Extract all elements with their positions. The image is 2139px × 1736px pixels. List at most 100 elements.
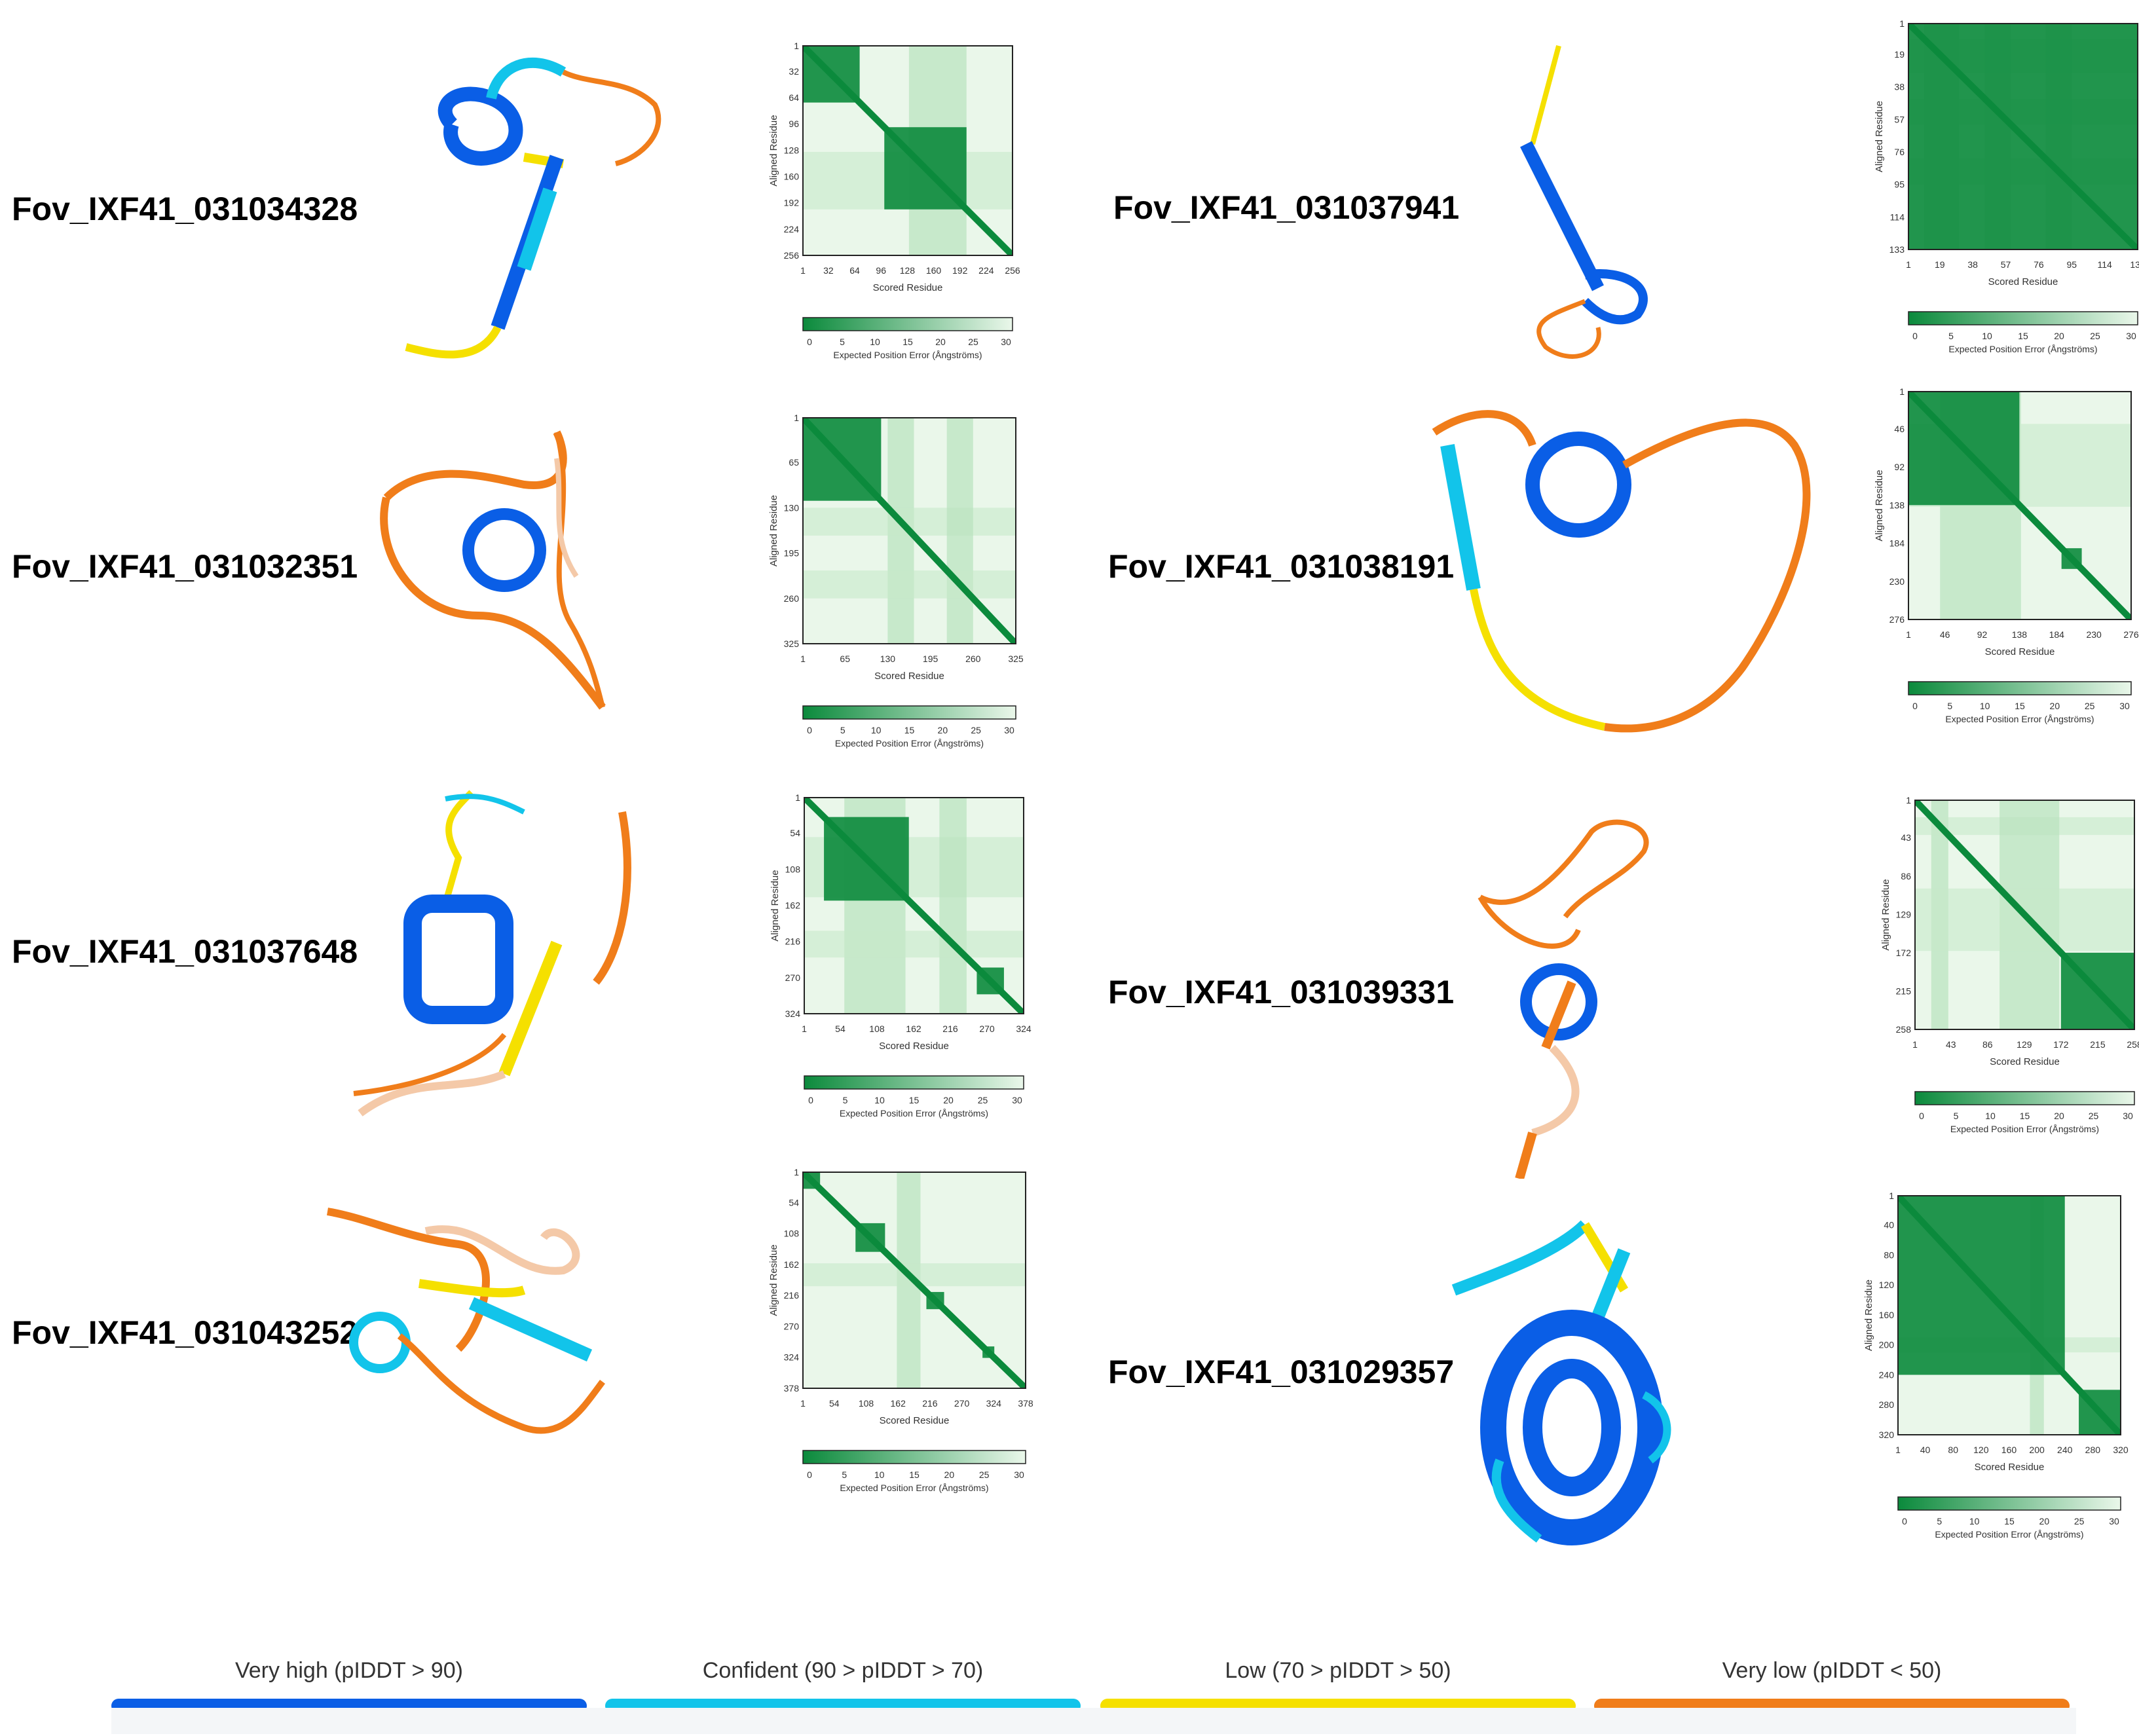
y-tick-label: 80 [1884, 1249, 1894, 1260]
x-tick-label: 120 [1973, 1445, 1989, 1455]
y-tick-label: 192 [784, 198, 800, 208]
pae-stripe [939, 798, 967, 1014]
x-tick-label: 133 [2130, 259, 2139, 270]
colorbar-title: Expected Position Error (Ångströms) [840, 1483, 988, 1493]
x-tick-label: 1 [800, 265, 806, 276]
x-tick-label: 216 [922, 1398, 938, 1409]
colorbar-tick-label: 0 [807, 725, 812, 735]
x-tick-label: 1 [1906, 629, 1911, 640]
y-axis-title: Aligned Residue [768, 495, 779, 566]
colorbar-tick-label: 20 [944, 1469, 955, 1480]
colorbar-tick-label: 30 [1014, 1469, 1024, 1480]
y-tick-label: 325 [784, 638, 800, 649]
x-tick-label: 162 [891, 1398, 906, 1409]
pae-heatmap: 1146469292138138184184230230276276Scored… [1874, 386, 2139, 724]
colorbar-tick-label: 5 [840, 725, 846, 735]
colorbar-title: Expected Position Error (Ångströms) [1945, 714, 2094, 724]
pae-diagonal [1908, 392, 2131, 619]
colorbar-tick-label: 10 [874, 1095, 885, 1105]
x-tick-label: 325 [1008, 654, 1024, 664]
colorbar-tick-label: 20 [2039, 1516, 2050, 1526]
y-tick-label: 258 [1896, 1024, 1912, 1035]
pae-heatmap: 1132326464969612812816016019219222422425… [768, 41, 1020, 360]
y-tick-label: 19 [1894, 49, 1905, 60]
x-tick-label: 76 [2034, 259, 2044, 270]
y-tick-label: 54 [789, 1197, 799, 1208]
protein-id-label: Fov_IXF41_031043252 [12, 1314, 358, 1351]
y-tick-label: 108 [785, 864, 801, 874]
x-tick-label: 54 [835, 1024, 846, 1034]
pae-diagonal [803, 1172, 1026, 1388]
y-tick-label: 200 [1879, 1340, 1895, 1350]
y-tick-label: 86 [1901, 871, 1911, 881]
x-tick-label: 64 [849, 265, 860, 276]
colorbar-title: Expected Position Error (Ångströms) [835, 738, 984, 748]
y-tick-label: 133 [1889, 244, 1905, 255]
x-tick-label: 240 [2057, 1445, 2073, 1455]
colorbar-tick-label: 15 [2004, 1516, 2015, 1526]
y-tick-label: 216 [785, 936, 801, 947]
x-tick-label: 96 [876, 265, 886, 276]
colorbar-tick-label: 30 [2123, 1111, 2133, 1121]
x-tick-label: 216 [942, 1024, 958, 1034]
colorbar-tick-label: 5 [842, 1469, 847, 1480]
y-tick-label: 270 [785, 972, 801, 983]
colorbar-tick-label: 0 [1902, 1516, 1907, 1526]
pae-colorbar [1897, 1496, 2121, 1511]
pae-heatmap: 1119193838575776769595114114133133Scored… [1874, 18, 2139, 354]
x-tick-label: 130 [880, 654, 896, 664]
x-tick-label: 224 [978, 265, 994, 276]
y-axis-title: Aligned Residue [1874, 470, 1885, 541]
x-tick-label: 46 [1940, 629, 1950, 640]
pae-colorbar [1908, 311, 2138, 325]
y-tick-label: 38 [1894, 82, 1905, 92]
x-tick-label: 43 [1946, 1039, 1956, 1050]
colorbar-title: Expected Position Error (Ångströms) [840, 1108, 988, 1118]
pae-frame [1914, 800, 2135, 1030]
legend-footer-band [111, 1708, 2076, 1734]
x-axis-title: Scored Residue [1990, 1056, 2060, 1067]
pae-frame [1908, 391, 2132, 620]
y-tick-label: 1 [794, 41, 799, 51]
y-axis-title: Aligned Residue [1880, 879, 1891, 950]
y-tick-label: 40 [1884, 1220, 1894, 1230]
x-tick-label: 1 [802, 1024, 807, 1034]
x-tick-label: 260 [965, 654, 981, 664]
pae-colorbar [1908, 681, 2132, 695]
colorbar-tick-label: 20 [2054, 1111, 2064, 1121]
x-tick-label: 114 [2097, 259, 2112, 270]
colorbar-tick-label: 5 [843, 1095, 848, 1105]
x-tick-label: 57 [2001, 259, 2011, 270]
colorbar-tick-label: 20 [938, 725, 948, 735]
y-tick-label: 1 [794, 1167, 799, 1177]
y-tick-label: 172 [1896, 948, 1912, 958]
colorbar-tick-label: 10 [874, 1469, 885, 1480]
x-tick-label: 95 [2066, 259, 2077, 270]
colorbar-tick-label: 10 [1969, 1516, 1980, 1526]
colorbar-tick-label: 25 [2089, 1111, 2099, 1121]
y-axis-title: Aligned Residue [1874, 101, 1885, 172]
colorbar-title: Expected Position Error (Ångströms) [833, 350, 982, 360]
pae-heatmap: 1140408080120120160160200200240240280280… [1863, 1191, 2129, 1540]
y-axis-title: Aligned Residue [768, 115, 779, 186]
x-tick-label: 138 [2012, 629, 2028, 640]
x-tick-label: 80 [1948, 1445, 1958, 1455]
colorbar-tick-label: 5 [1954, 1111, 1959, 1121]
y-axis-title: Aligned Residue [768, 1244, 779, 1316]
x-tick-label: 1 [800, 1398, 806, 1409]
y-tick-label: 276 [1889, 614, 1905, 625]
protein-id-label: Fov_IXF41_031034328 [12, 191, 358, 227]
pae-diagonal [803, 46, 1013, 255]
pae-diagonal [804, 798, 1024, 1014]
x-tick-label: 92 [1977, 629, 1988, 640]
x-tick-label: 378 [1018, 1398, 1033, 1409]
y-tick-label: 43 [1901, 832, 1911, 843]
colorbar-tick-label: 25 [968, 337, 978, 347]
x-axis-title: Scored Residue [1988, 276, 2058, 287]
colorbar-title: Expected Position Error (Ångströms) [1948, 344, 2097, 354]
pae-colorbar [802, 1450, 1026, 1464]
protein-structure-icon [347, 786, 688, 1126]
